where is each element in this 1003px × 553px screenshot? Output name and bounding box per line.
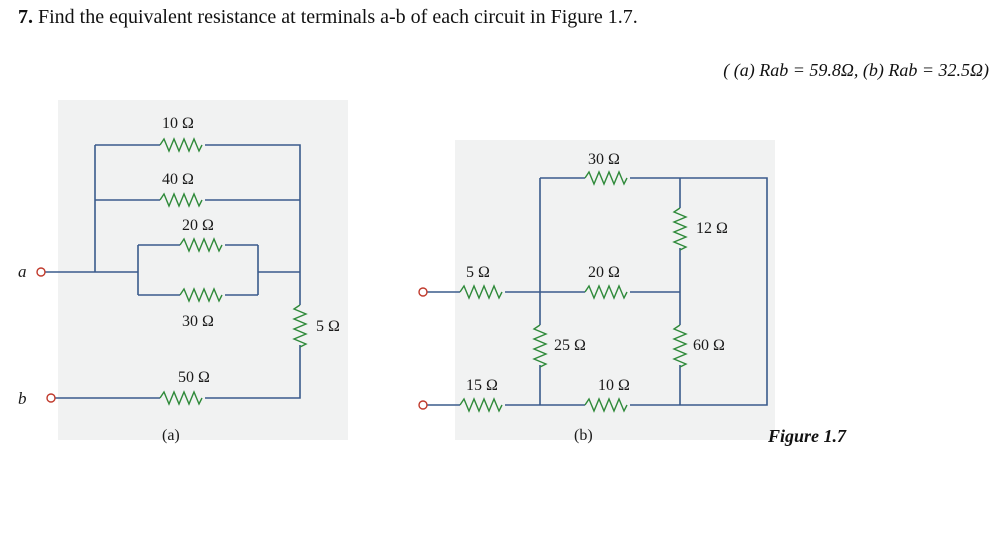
circuit-b-wire-top xyxy=(540,177,768,406)
figure-caption: Figure 1.7 xyxy=(768,426,847,446)
label-a-20: 20 Ω xyxy=(182,217,214,234)
terminal-a-label: a xyxy=(18,262,27,281)
terminal-b xyxy=(46,393,56,403)
label-b-30: 30 Ω xyxy=(588,151,620,168)
label-b-15: 15 Ω xyxy=(466,377,498,394)
terminal-b-label: b xyxy=(18,389,27,408)
resistor-b-20 xyxy=(584,284,628,300)
question-number: 7. xyxy=(18,6,33,28)
resistor-b-25 xyxy=(532,324,548,368)
label-a-10: 10 Ω xyxy=(162,115,194,132)
label-b-25: 25 Ω xyxy=(554,337,586,354)
resistor-a-50 xyxy=(159,390,203,406)
circuit-b: 30 Ω 12 Ω 5 Ω 20 Ω 25 Ω 60 Ω 15 Ω 10 Ω (… xyxy=(418,151,768,444)
circuit-b-caption: (b) xyxy=(574,427,593,444)
circuit-a-caption: (a) xyxy=(162,427,180,444)
terminal-b-bottom xyxy=(418,400,428,410)
circuit-a-wire-parallel xyxy=(45,244,300,296)
resistor-b-5 xyxy=(459,284,503,300)
answer-text: ( (a) Rab = 59.8Ω, (b) Rab = 32.5Ω) xyxy=(723,60,989,80)
label-a-30: 30 Ω xyxy=(182,313,214,330)
circuit-a: 10 Ω 40 Ω 20 Ω 30 Ω 5 Ω 50 Ω a b (a) xyxy=(18,115,340,444)
label-a-40: 40 Ω xyxy=(162,171,194,188)
resistor-a-40 xyxy=(159,192,203,208)
label-b-20: 20 Ω xyxy=(588,264,620,281)
label-a-50: 50 Ω xyxy=(178,369,210,386)
label-b-60: 60 Ω xyxy=(693,337,725,354)
resistor-a-20 xyxy=(179,237,223,253)
resistor-b-12 xyxy=(672,207,688,251)
circuit-a-wire-top xyxy=(95,144,301,200)
question: 7. Find the equivalent resistance at ter… xyxy=(18,6,638,29)
label-b-10: 10 Ω xyxy=(598,377,630,394)
terminal-b-top xyxy=(418,287,428,297)
label-a-5: 5 Ω xyxy=(316,318,340,335)
resistor-b-10 xyxy=(584,397,628,413)
circuit-a-wire-right xyxy=(55,200,301,399)
resistor-a-30 xyxy=(179,287,223,303)
label-b-5: 5 Ω xyxy=(466,264,490,281)
resistor-b-60 xyxy=(672,324,688,368)
resistor-b-30 xyxy=(584,170,628,186)
label-b-12: 12 Ω xyxy=(696,220,728,237)
question-text: Find the equivalent resistance at termin… xyxy=(38,6,638,28)
terminal-a xyxy=(36,267,46,277)
circuit-b-background xyxy=(455,140,775,440)
resistor-a-5 xyxy=(292,304,308,348)
resistor-a-10 xyxy=(159,137,203,153)
resistor-b-15 xyxy=(459,397,503,413)
